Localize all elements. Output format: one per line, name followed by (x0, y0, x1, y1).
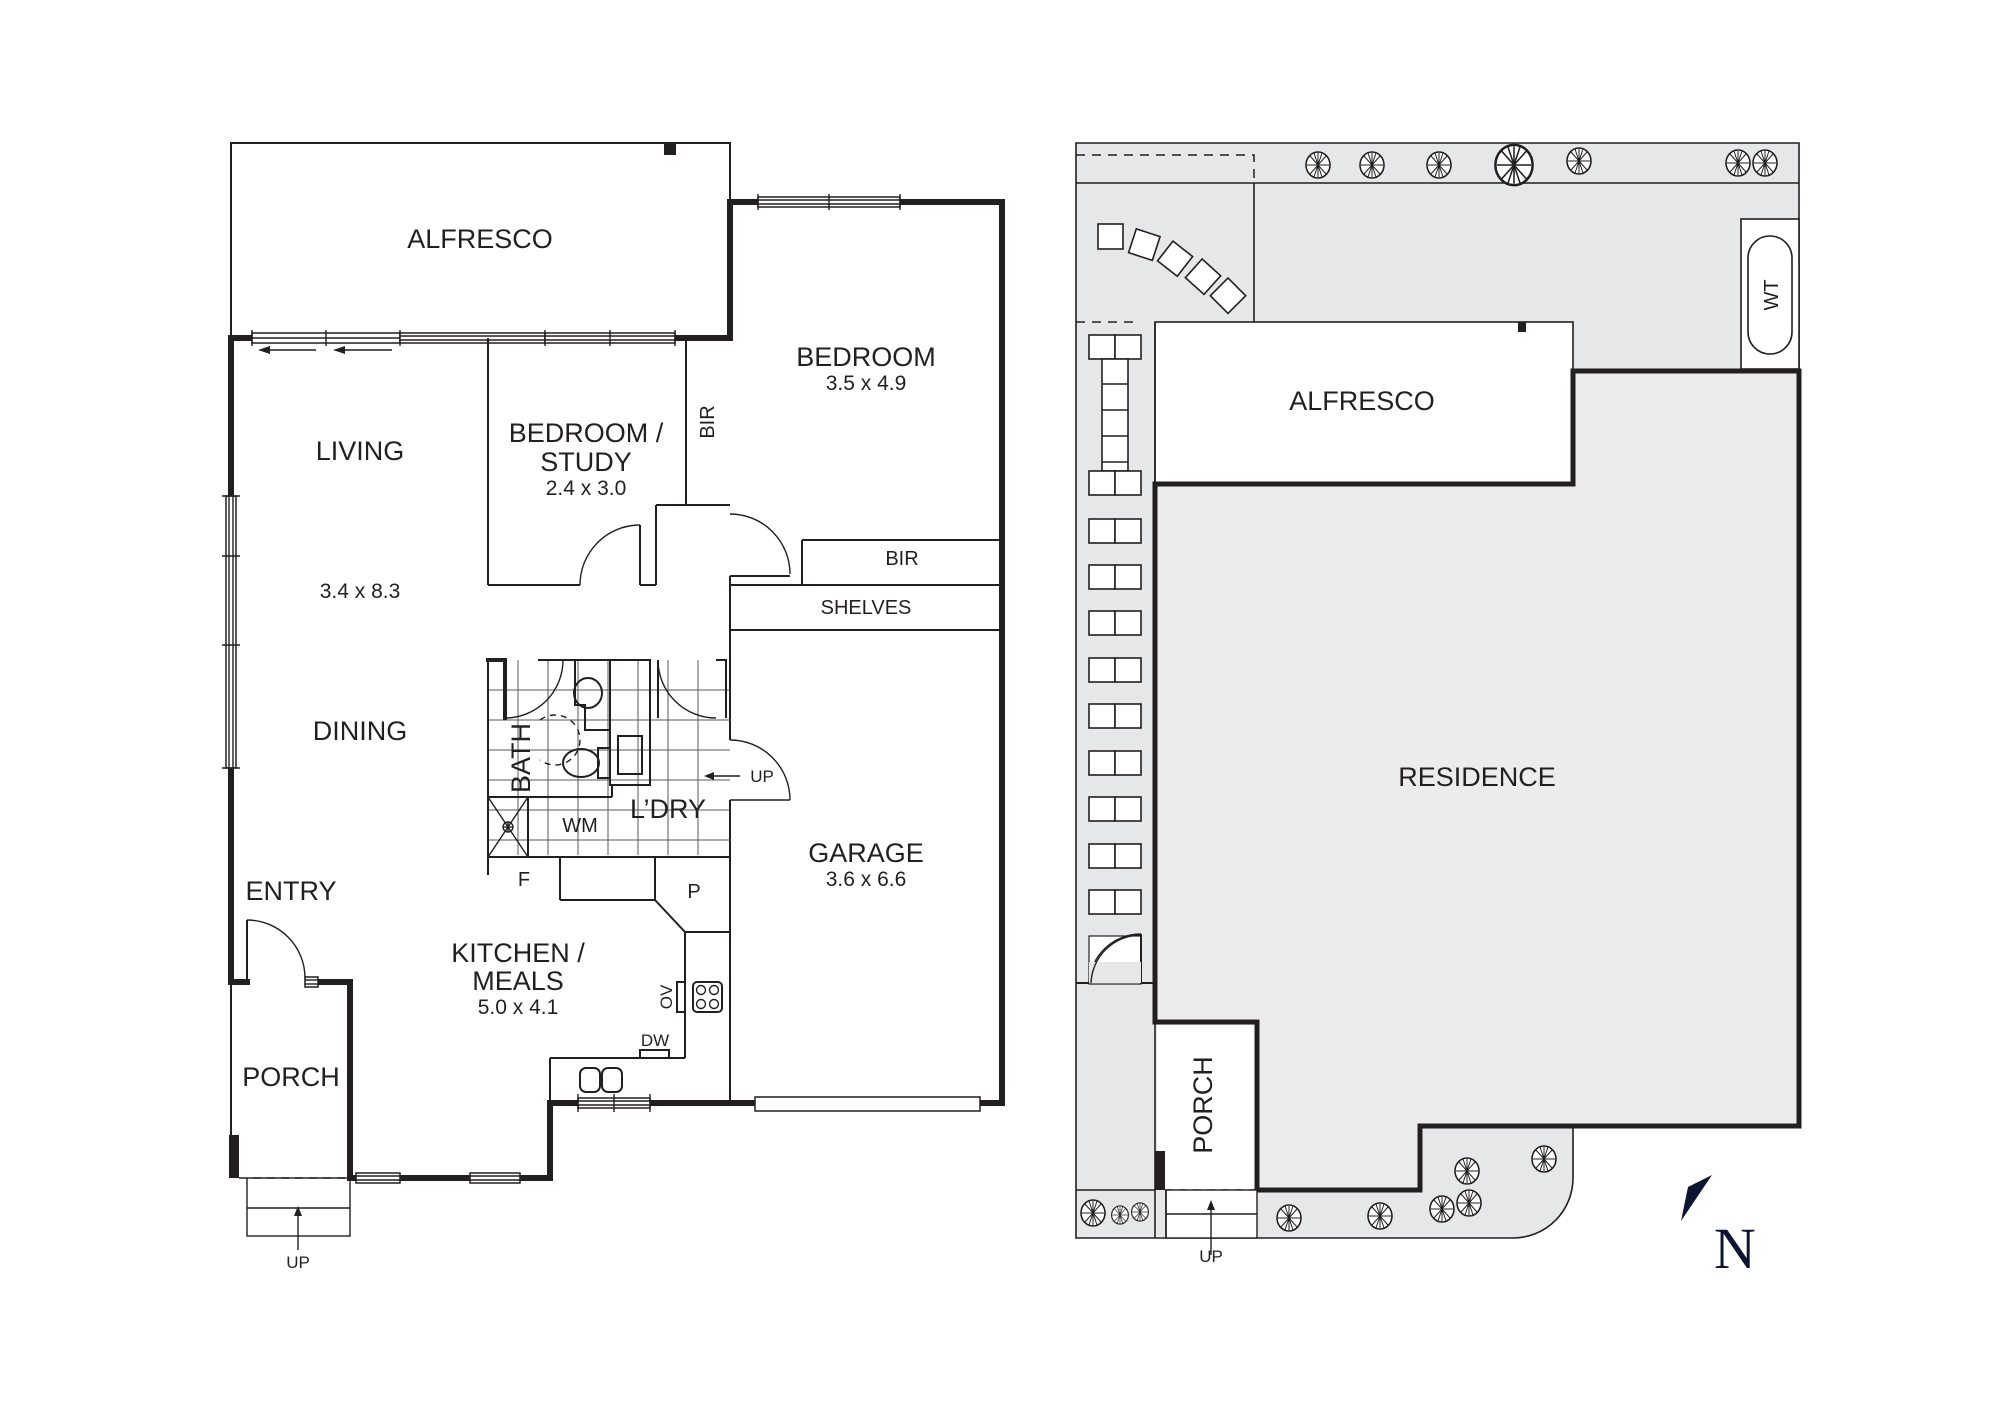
site-alfresco-label: ALFRESCO (1289, 386, 1435, 416)
porch-label: PORCH (242, 1062, 340, 1092)
shelves-label: SHELVES (821, 597, 912, 619)
alfresco-label: ALFRESCO (407, 224, 553, 254)
bir-study-label: BIR (697, 405, 719, 438)
living-label: LIVING (316, 436, 405, 466)
sink-icon (579, 1067, 601, 1093)
oven-icon (676, 981, 686, 1013)
dishwasher-label: DW (641, 1031, 669, 1050)
porch-area (229, 982, 351, 1250)
oven-label: OV (657, 984, 676, 1009)
site-porch-label: PORCH (1188, 1056, 1218, 1154)
bath-label: BATH (506, 723, 536, 793)
bedroom-study-label-2: STUDY (540, 447, 632, 477)
site-plan: WT ALFRESCO RESIDENCE (1075, 142, 1802, 1281)
water-tank-label: WT (1761, 279, 1783, 310)
room-labels: ALFRESCO LIVING 3.4 x 8.3 DINING BEDROOM… (242, 224, 936, 1272)
site-porch-up-label: UP (1199, 1247, 1223, 1266)
side-path-pavers (1076, 322, 1156, 1238)
bedroom-study-dims: 2.4 x 3.0 (546, 477, 627, 500)
bath-laundry (486, 658, 740, 933)
north-label: N (1714, 1216, 1756, 1281)
bedroom-study-label-1: BEDROOM / (509, 418, 664, 448)
garage-door (754, 1096, 981, 1112)
laundry-label: L’DRY (630, 794, 706, 824)
entry-door (246, 919, 306, 982)
residence-label: RESIDENCE (1398, 762, 1556, 792)
dining-label: DINING (313, 716, 408, 746)
kitchen-bench (549, 932, 723, 1103)
garage-label: GARAGE (808, 838, 924, 868)
residence: RESIDENCE (1152, 368, 1802, 1193)
kitchen-dims: 5.0 x 4.1 (478, 996, 559, 1019)
kitchen-label-2: MEALS (472, 966, 564, 996)
living-dims: 3.4 x 8.3 (320, 580, 401, 603)
interior-walls (487, 338, 1002, 1103)
stepping-stones (1097, 223, 1247, 315)
laundry-up-label: UP (750, 767, 774, 786)
pantry-label: P (687, 881, 700, 903)
windows (222, 194, 981, 1184)
site-alfresco: ALFRESCO (1154, 321, 1574, 485)
porch-up-label: UP (286, 1253, 310, 1272)
bir-bedroom-label: BIR (885, 548, 918, 570)
kitchen-label-1: KITCHEN / (451, 938, 585, 968)
floor-plan: ALFRESCO LIVING 3.4 x 8.3 DINING BEDROOM… (222, 142, 1005, 1272)
north-arrow: N (1681, 1175, 1756, 1281)
bedroom-label: BEDROOM (796, 342, 936, 372)
alfresco-area (230, 142, 731, 338)
wm-label: WM (562, 815, 598, 837)
cooktop-icon (692, 981, 723, 1013)
bedroom-dims: 3.5 x 4.9 (826, 372, 907, 395)
dishwasher-icon (639, 1049, 670, 1059)
entry-label: ENTRY (245, 876, 336, 906)
site-porch: PORCH UP (1076, 1022, 1260, 1266)
north-arrow-icon (1681, 1175, 1712, 1221)
fridge-label: F (518, 869, 530, 891)
water-tank: WT (1740, 218, 1800, 370)
post-icon (664, 143, 676, 155)
garage-dims: 3.6 x 6.6 (826, 868, 907, 891)
